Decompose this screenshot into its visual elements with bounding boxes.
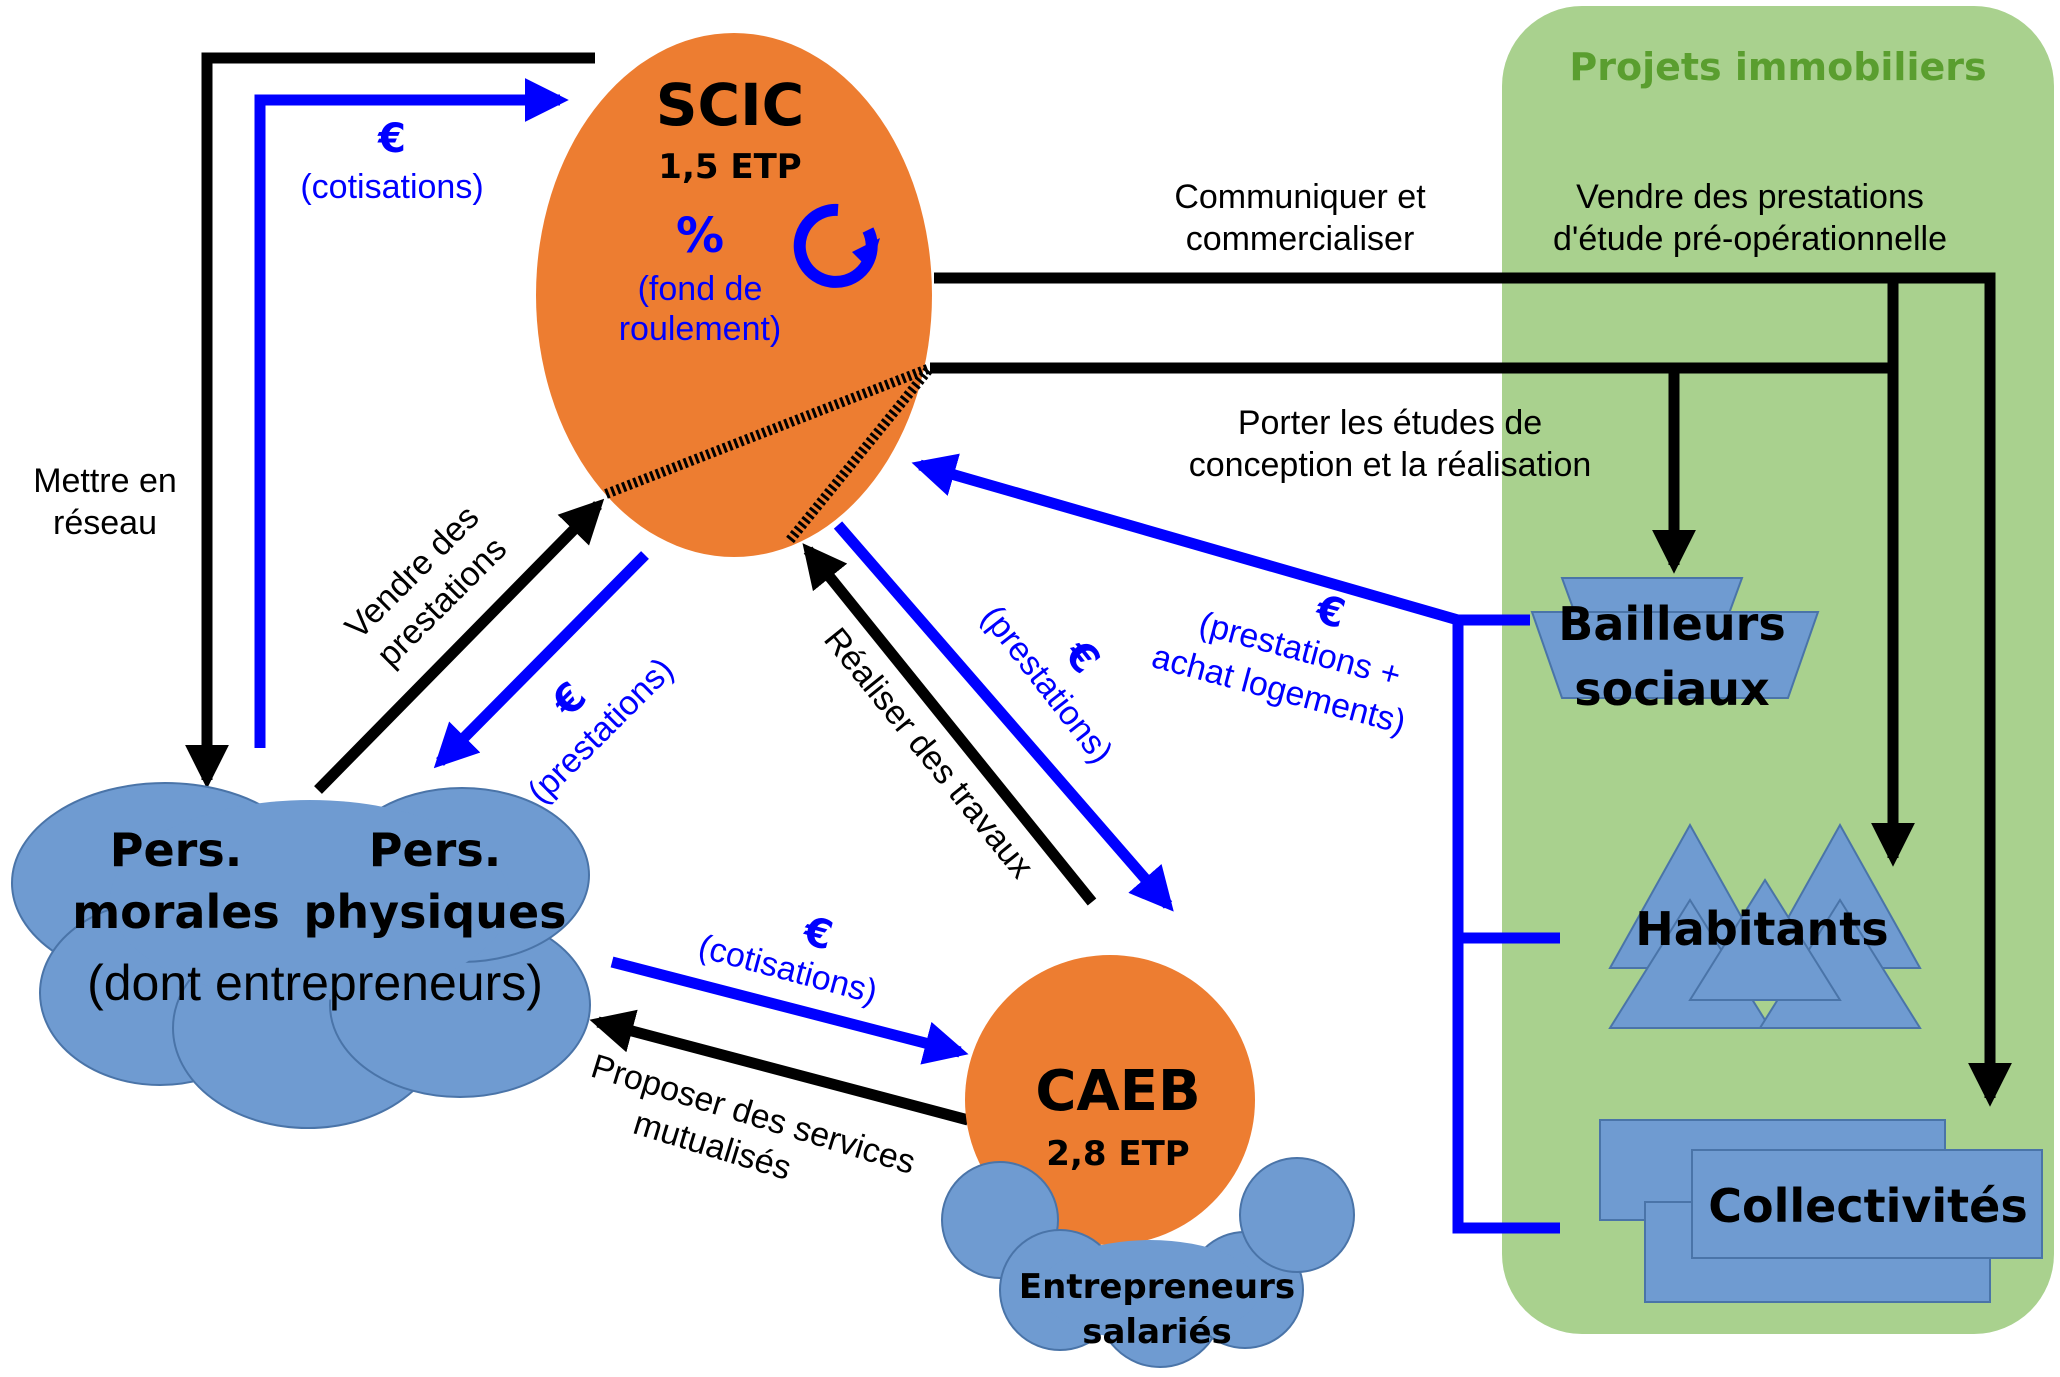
collectivites-node: Collectivités <box>1599 1119 2043 1303</box>
flow-labels: € (cotisations) Mettre en réseau Vendre … <box>33 116 1947 1188</box>
arrow-vendre-prestations <box>314 498 605 794</box>
scic-fund-line2: roulement) <box>619 310 782 348</box>
scic-etp: 1,5 ETP <box>658 147 801 187</box>
entrepreneurs-line2: salariés <box>1082 1312 1232 1352</box>
scic-fund-line1: (fond de <box>638 270 763 308</box>
euro-cotisations-bottom: € <box>798 908 838 960</box>
label-vendre-etude-line2: d'étude pré-opérationnelle <box>1553 220 1947 258</box>
pers-note: (dont entrepreneurs) <box>87 955 543 1011</box>
label-prestations-left: (prestations) <box>520 650 680 810</box>
arrow-cotisations-bottom <box>610 956 969 1065</box>
euro-cotisations-top: € <box>377 116 406 162</box>
label-mettre-line2: réseau <box>53 504 157 542</box>
bailleurs-line2: sociaux <box>1574 662 1769 716</box>
habitants-node: Habitants <box>1608 822 1922 1029</box>
bailleurs-sociaux-node: Bailleurs sociaux <box>1530 577 1820 716</box>
entrepreneur-bubble <box>1239 1157 1355 1273</box>
label-mettre-line1: Mettre en <box>33 462 177 500</box>
arrow-mettre-en-reseau <box>185 52 595 789</box>
label-prestations-right: (prestations) <box>974 598 1120 770</box>
arrow-communiquer <box>934 272 2012 1107</box>
label-vendre-etude-line1: Vendre des prestations <box>1576 178 1924 216</box>
arrow-prestations-left <box>433 551 649 769</box>
pers-physiques-line1: Pers. <box>369 823 501 877</box>
pers-physiques-line2: physiques <box>303 885 566 939</box>
flow-arrows <box>185 52 2012 1234</box>
euro-achat: € <box>1310 586 1350 638</box>
arrow-achat-logements <box>911 453 1460 626</box>
projets-immobiliers-title: Projets immobiliers <box>1569 45 1986 89</box>
arrow-realiser-travaux <box>802 543 1097 906</box>
pers-morales-line1: Pers. <box>110 823 242 877</box>
caeb-title: CAEB <box>1035 1059 1200 1124</box>
persons-cloud: Pers. morales Pers. physiques (dont entr… <box>11 782 591 1129</box>
collectivites-label: Collectivités <box>1708 1179 2027 1233</box>
scic-divider-left <box>604 363 932 499</box>
arrow-cotisations-top <box>254 78 569 748</box>
scic-title: SCIC <box>656 71 804 139</box>
entrepreneurs-line1: Entrepreneurs <box>1019 1267 1295 1307</box>
bracket-clients <box>1452 614 1560 1234</box>
scic-percent: % <box>676 208 724 264</box>
arrow-proposer-services <box>589 1009 970 1126</box>
bailleurs-line1: Bailleurs <box>1558 597 1785 651</box>
label-porter-line1: Porter les études de <box>1238 404 1542 442</box>
label-communiquer-line2: commercialiser <box>1186 220 1415 258</box>
scic-divider-right <box>786 364 934 544</box>
label-communiquer-line1: Communiquer et <box>1174 178 1426 216</box>
scic-node: SCIC 1,5 ETP % (fond de roulement) <box>536 33 934 557</box>
habitants-label: Habitants <box>1635 902 1888 956</box>
caeb-etp: 2,8 ETP <box>1046 1134 1189 1174</box>
arrow-prestations-right <box>833 521 1174 912</box>
pers-morales-line2: morales <box>72 885 280 939</box>
label-cotisations-bottom: (cotisations) <box>694 927 881 1011</box>
circular-arrow-icon <box>793 203 880 288</box>
label-cotisations-top: (cotisations) <box>300 168 483 206</box>
label-porter-line2: conception et la réalisation <box>1189 446 1592 484</box>
caeb-node: CAEB 2,8 ETP Entrepreneurs salariés <box>941 955 1355 1368</box>
